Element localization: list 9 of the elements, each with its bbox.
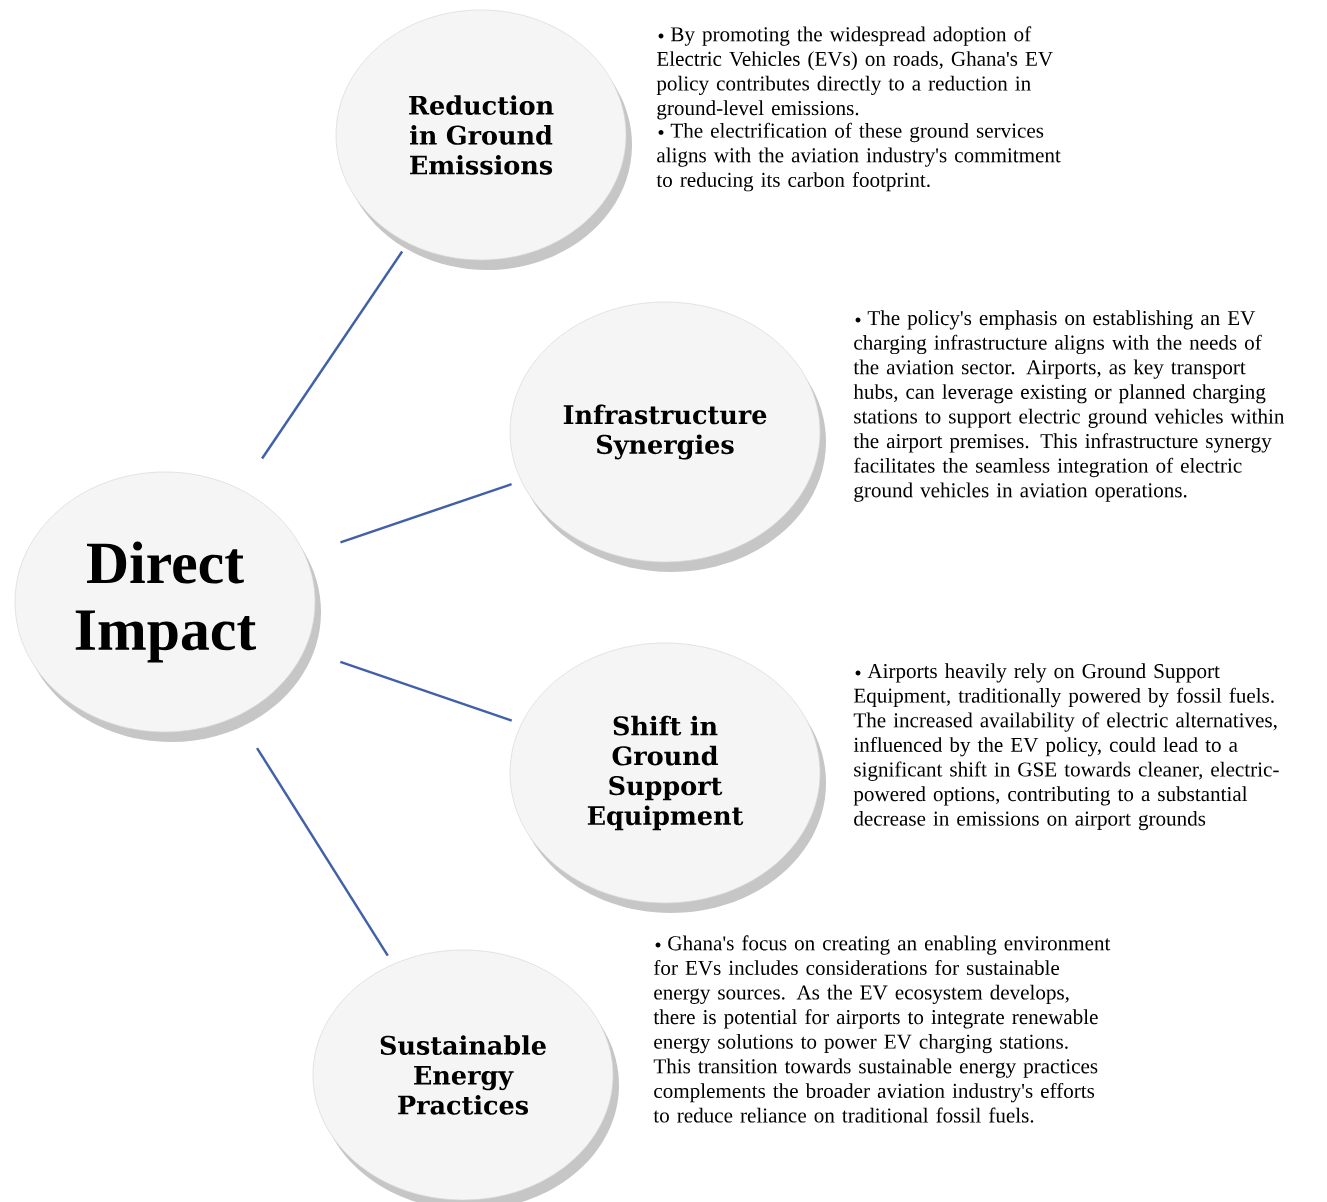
bullet-point: By promoting the widespread adoption of Electric Vehicles (EVs) on roads, Ghana's EV policy contributes directly to a reduction in ground-level emissions. [656, 26, 1053, 120]
bullet-point: The policy's emphasis on establishing an EV charging infrastructure aligns with the needs of the aviation sector. Airports, as key transport hubs, can leverage existing or planned charging stations to support electric ground vehicles within the airport premises. This infrastructure synergy facilitates the seamless integration of electric ground vehicles in aviation operations. [853, 310, 1285, 502]
bullet-point: The electrification of these ground services aligns with the aviation industry's commitment to reducing its carbon footprint. [656, 122, 1061, 192]
bullet-point: Airports heavily rely on Ground Support Equipment, traditionally powered by fossil fuels. The increased availability of electric alternatives, influenced by the EV policy, could lead to a significant shift in GSE towards cleaner, electric-powered options, contributing to a substantial decrease in emissions on airport grounds [853, 663, 1279, 831]
connector-line [261, 250, 404, 460]
connector-line [256, 747, 389, 957]
connector-line [340, 483, 512, 544]
connector-line [339, 660, 513, 722]
bullet-point: Ghana's focus on creating an enabling environment for EVs includes considerations for sustainable energy sources. As the EV ecosystem develops, there is potential for airports to integrate renewable energy solutions to power EV charging stations. This transition towards sustainable energy practices complements the broader aviation industry's efforts to reduce reliance on traditional fossil fuels. [653, 935, 1111, 1123]
